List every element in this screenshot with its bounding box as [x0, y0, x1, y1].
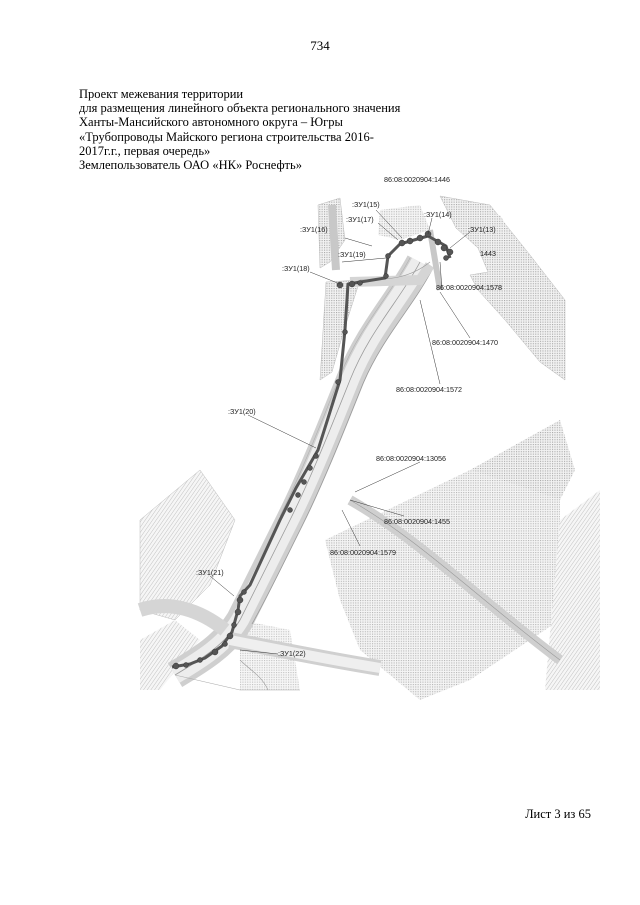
- label-zu1-17: :ЗУ1(17): [346, 215, 374, 224]
- label-parcel-1470: 86:08:0020904:1470: [432, 338, 498, 347]
- label-parcel-13056: 86:08:0020904:13056: [376, 454, 446, 463]
- hatched-areas: [139, 195, 600, 700]
- label-parcel-1446: 86:08:0020904:1446: [384, 175, 450, 184]
- label-zu1-19: :ЗУ1(19): [338, 250, 366, 259]
- label-parcel-1572: 86:08:0020904:1572: [396, 385, 462, 394]
- header-line: для размещения линейного объекта региона…: [79, 101, 401, 116]
- sheet-number: Лист 3 из 65: [525, 807, 591, 821]
- label-zu1-18: :ЗУ1(18): [282, 264, 310, 273]
- label-parcel-1579: 86:08:0020904:1579: [330, 548, 396, 557]
- label-zu1-22: :ЗУ1(22): [278, 649, 306, 658]
- map-labels: 86:08:0020904:1446 :ЗУ1(15) :ЗУ1(14) :ЗУ…: [196, 175, 502, 658]
- header-line: 2017г.г., первая очередь»: [79, 143, 211, 158]
- document-header: Проект межевания территории для размещен…: [79, 87, 499, 172]
- label-zu1-13: :ЗУ1(13): [468, 225, 496, 234]
- label-parcel-1455: 86:08:0020904:1455: [384, 517, 450, 526]
- leader-lines: [209, 209, 471, 655]
- label-zu1-14: :ЗУ1(14): [424, 210, 452, 219]
- header-line: Ханты-Мансийского автономного округа – Ю…: [79, 115, 343, 130]
- label-parcel-1578: 86:08:0020904:1578: [436, 283, 502, 292]
- header-line: Проект межевания территории: [79, 87, 244, 101]
- label-zu1-16: :ЗУ1(16): [300, 225, 328, 234]
- label-zu1-15: :ЗУ1(15): [352, 200, 380, 209]
- pipeline-nodes: [172, 230, 454, 670]
- header-line: «Трубопроводы Майского региона строитель…: [79, 129, 374, 144]
- label-zu1-20: :ЗУ1(20): [228, 407, 256, 416]
- header-line: Землепользователь ОАО «НК» Роснефть»: [79, 158, 302, 173]
- label-1443: 1443: [480, 249, 496, 258]
- label-zu1-21: :ЗУ1(21): [196, 568, 224, 577]
- page-number: 734: [310, 38, 330, 53]
